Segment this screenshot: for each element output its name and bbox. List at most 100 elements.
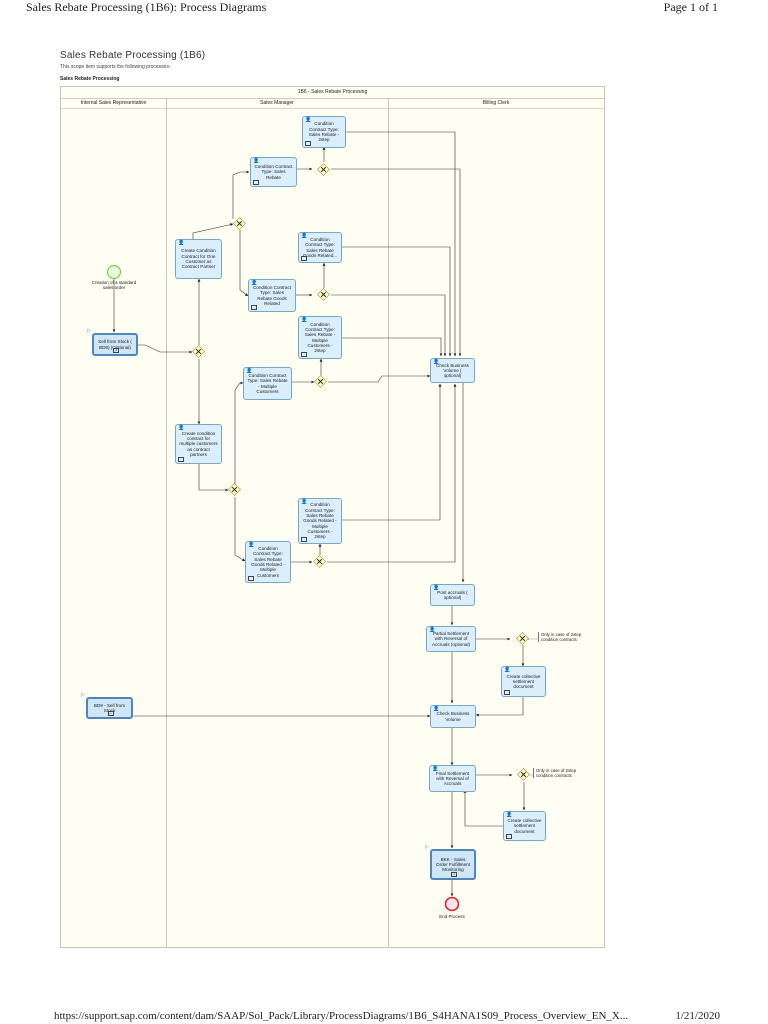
page-number: Page 1 of 1 <box>663 0 718 14</box>
task-link-icon <box>305 141 311 146</box>
task-label: Condition Contract Type: Sales Rebate Go… <box>303 502 337 540</box>
task-label: Sell from Stock ( BD9) (Optional) <box>98 339 132 350</box>
user-task-icon: 👤 <box>433 585 440 591</box>
task-link-icon <box>301 352 307 357</box>
task-cc-goods-multi-2step[interactable]: 👤 Condition Contract Type: Sales Rebate … <box>298 498 342 544</box>
user-task-icon: 👤 <box>248 542 255 548</box>
task-label: Create collective settlement document <box>506 673 541 690</box>
task-label: Post accruals ( optional) <box>437 589 468 600</box>
exclusive-gateway-icon <box>313 555 326 568</box>
task-label: Create collective settlement document <box>507 818 542 834</box>
page-footer-date: 1/21/2020 <box>675 1010 720 1022</box>
user-task-icon: 👤 <box>301 233 308 239</box>
task-label: Final Settlement with Reversal of Accrua… <box>435 770 470 787</box>
task-label: Condition Contract Type: Sales Rebate Go… <box>252 284 292 306</box>
user-task-icon: 👤 <box>433 359 440 365</box>
subprocess-marker-icon: ▷ <box>87 328 91 334</box>
exclusive-gateway-icon <box>192 345 205 358</box>
task-create-contract-multiple-customers[interactable]: 👤 Create condition contract for multiple… <box>175 424 222 464</box>
task-label: Check Business Volume <box>436 711 470 722</box>
user-task-icon: 👤 <box>301 317 308 323</box>
task-label: Create Condition Contract for One Custom… <box>181 248 216 270</box>
exclusive-gateway-icon <box>228 483 241 496</box>
task-label: Create condition contract for multiple c… <box>179 430 218 457</box>
task-cc-sales-rebate-2step[interactable]: 👤 Condition Contract Type: Sales Rebate … <box>302 116 346 148</box>
task-link-icon <box>301 256 307 261</box>
task-label: Condition Contract Type: Sales Rebate Go… <box>251 546 285 578</box>
task-link-icon <box>506 834 512 839</box>
task-bd9-sell-from-stock[interactable]: ▷ BD9 - Sell from Stock + <box>81 692 133 719</box>
task-label: Condition Contract Type: Sales Rebate Go… <box>302 236 338 258</box>
section-title: Sales Rebate Processing <box>60 76 120 82</box>
task-label: Partial Settlement with Reversal of Accr… <box>431 631 471 647</box>
task-final-settlement[interactable]: 👤 Final Settlement with Reversal of Accr… <box>429 765 476 792</box>
start-event-label: Creation of a standard sales order <box>91 280 137 290</box>
task-create-collective-settlement-2[interactable]: 👤 Create collective settlement document <box>503 811 546 841</box>
exclusive-gateway-icon <box>317 163 330 176</box>
task-link-icon <box>301 537 307 542</box>
user-task-icon: 👤 <box>251 280 258 286</box>
exclusive-gateway-icon <box>317 288 330 301</box>
collapsed-subprocess-icon: + <box>113 348 119 353</box>
start-event-icon <box>106 264 122 280</box>
task-label: BD9 - Sell from Stock <box>93 702 126 713</box>
task-cc-goods-multi[interactable]: 👤 Condition Contract Type: Sales Rebate … <box>245 541 291 583</box>
task-label: Check Business Volume ( optional) <box>436 362 469 379</box>
task-check-business-volume-optional[interactable]: 👤 Check Business Volume ( optional) <box>430 358 475 383</box>
document-title: Sales Rebate Processing (1B6) <box>60 50 206 61</box>
document-subtitle: This scope item supports the following p… <box>60 64 171 70</box>
lane-divider <box>388 98 389 947</box>
task-cc-goods-related[interactable]: 👤 Condition Contract Type: Sales Rebate … <box>248 279 296 312</box>
task-check-business-volume[interactable]: 👤 Check Business Volume <box>430 705 476 728</box>
lane-header-billing-clerk: Billing Clerk <box>388 98 604 109</box>
pool-title: 1B6 - Sales Rebate Processing <box>61 87 604 99</box>
task-link-icon <box>178 457 184 462</box>
user-task-icon: 👤 <box>178 425 185 431</box>
task-cc-sales-rebate[interactable]: 👤 Condition Contract Type: Sales Rebate <box>250 157 297 187</box>
task-sell-from-stock-optional[interactable]: ▷ Sell from Stock ( BD9) (Optional) + <box>87 328 138 356</box>
task-post-accruals[interactable]: 👤 Post accruals ( optional) <box>430 584 475 606</box>
annotation-two-step-2: Only in case of 2step condition contract… <box>533 768 594 778</box>
task-label: Condition Contract Type: Sales Rebate - … <box>308 121 340 143</box>
exclusive-gateway-icon <box>233 217 246 230</box>
exclusive-gateway-icon <box>516 632 529 645</box>
task-cc-goods-related-2[interactable]: 👤 Condition Contract Type: Sales Rebate … <box>298 232 342 263</box>
task-create-collective-settlement-1[interactable]: 👤 Create collective settlement document <box>501 666 546 697</box>
user-task-icon: 👤 <box>506 812 513 818</box>
user-task-icon: 👤 <box>433 706 440 712</box>
task-create-contract-one-customer[interactable]: 👤 Create Condition Contract for One Cust… <box>175 239 222 279</box>
end-event-label: End Process <box>439 914 465 919</box>
user-task-icon: 👤 <box>178 240 185 246</box>
task-link-icon <box>504 690 510 695</box>
user-task-icon: 👤 <box>253 158 260 164</box>
user-task-icon: 👤 <box>246 368 253 374</box>
annotation-two-step-1: Only in case of 2step condition contract… <box>538 632 599 642</box>
exclusive-gateway-icon <box>314 375 327 388</box>
task-partial-settlement[interactable]: 👤 Partial Settlement with Reversal of Ac… <box>426 626 476 652</box>
task-link-icon <box>253 180 259 185</box>
collapsed-subprocess-icon: + <box>107 711 114 716</box>
lane-header-sales-manager: Sales Manager <box>166 98 388 109</box>
task-cc-multiple-customers[interactable]: 👤 Condition Contract Type: Sales Rebate … <box>243 367 292 400</box>
user-task-icon: 👤 <box>504 667 511 673</box>
task-label: Condition Contract Type: Sales Rebate <box>254 164 293 180</box>
page-footer-url[interactable]: https://support.sap.com/content/dam/SAAP… <box>54 1010 629 1022</box>
end-event-icon <box>444 896 460 912</box>
task-label: BKK - Sales Order Fulfillment Monitoring <box>436 856 470 873</box>
task-label: Condition Contract Type: Sales Rebate - … <box>247 372 288 394</box>
user-task-icon: 👤 <box>301 499 308 505</box>
subprocess-marker-icon: ▷ <box>81 692 85 698</box>
task-bkk-fulfillment-monitoring[interactable]: ▷ BKK - Sales Order Fulfillment Monitori… <box>425 844 476 880</box>
task-link-icon <box>251 305 257 310</box>
user-task-icon: 👤 <box>432 766 439 772</box>
collapsed-subprocess-icon: + <box>451 872 457 877</box>
task-link-icon <box>248 576 254 581</box>
lane-divider <box>166 98 167 947</box>
user-task-icon: 👤 <box>429 627 436 633</box>
subprocess-marker-icon: ▷ <box>425 844 429 850</box>
exclusive-gateway-icon <box>517 768 530 781</box>
task-cc-multiple-customers-2step[interactable]: 👤 Condition Contract Type: Sales Rebate … <box>298 316 342 359</box>
task-label: Condition Contract Type: Sales Rebate - … <box>304 321 336 354</box>
lane-header-internal-sales-rep: Internal Sales Representative <box>61 98 166 109</box>
